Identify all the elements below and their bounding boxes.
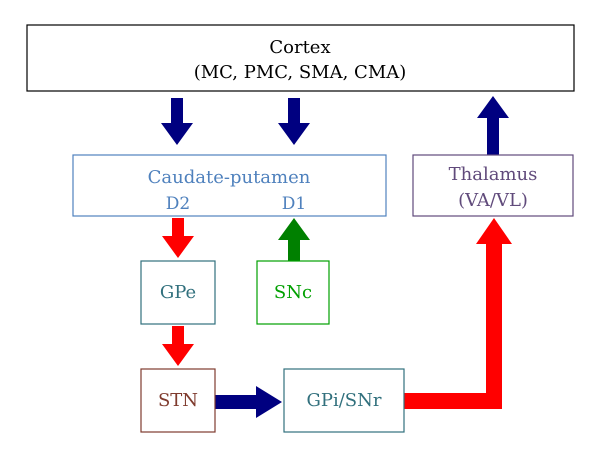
stn-box — [140, 368, 216, 433]
gpi-snr-node: GPi/SNr — [283, 368, 405, 433]
snc-label: SNc — [274, 282, 312, 303]
arrow-cortex-to-caudate-left — [161, 98, 193, 145]
d1-label: D1 — [282, 194, 306, 214]
snc-box — [256, 260, 330, 325]
cortex-subtitle: (MC, PMC, SMA, CMA) — [194, 62, 407, 83]
gpe-box — [140, 260, 216, 325]
cortex-box — [26, 24, 575, 92]
arrow-snc-to-d1 — [278, 218, 310, 261]
arrow-stn-to-gpi — [215, 386, 282, 418]
arrow-gpe-to-stn — [162, 326, 194, 366]
caudate-putamen-title: Caudate-putamen — [148, 167, 311, 188]
stn-label: STN — [158, 390, 198, 411]
arrow-thalamus-to-cortex — [477, 96, 509, 155]
cortex-node: Cortex (MC, PMC, SMA, CMA) — [26, 24, 575, 92]
arrow-gpi-to-thalamus — [404, 218, 512, 409]
gpi-snr-box — [283, 368, 405, 433]
thalamus-box — [412, 154, 574, 217]
arrow-d2-to-gpe — [162, 218, 194, 258]
caudate-putamen-node: Caudate-putamen D2 D1 — [72, 154, 387, 217]
caudate-putamen-box — [72, 154, 387, 217]
arrow-cortex-to-caudate-right — [278, 98, 310, 145]
cortex-title: Cortex — [269, 37, 330, 58]
thalamus-node: Thalamus (VA/VL) — [412, 154, 574, 217]
thalamus-subtitle: (VA/VL) — [458, 190, 528, 211]
gpe-label: GPe — [160, 282, 196, 303]
gpi-snr-label: GPi/SNr — [307, 390, 382, 411]
snc-node: SNc — [256, 260, 330, 325]
d2-label: D2 — [166, 194, 190, 214]
thalamus-title: Thalamus — [449, 164, 538, 185]
gpe-node: GPe — [140, 260, 216, 325]
stn-node: STN — [140, 368, 216, 433]
